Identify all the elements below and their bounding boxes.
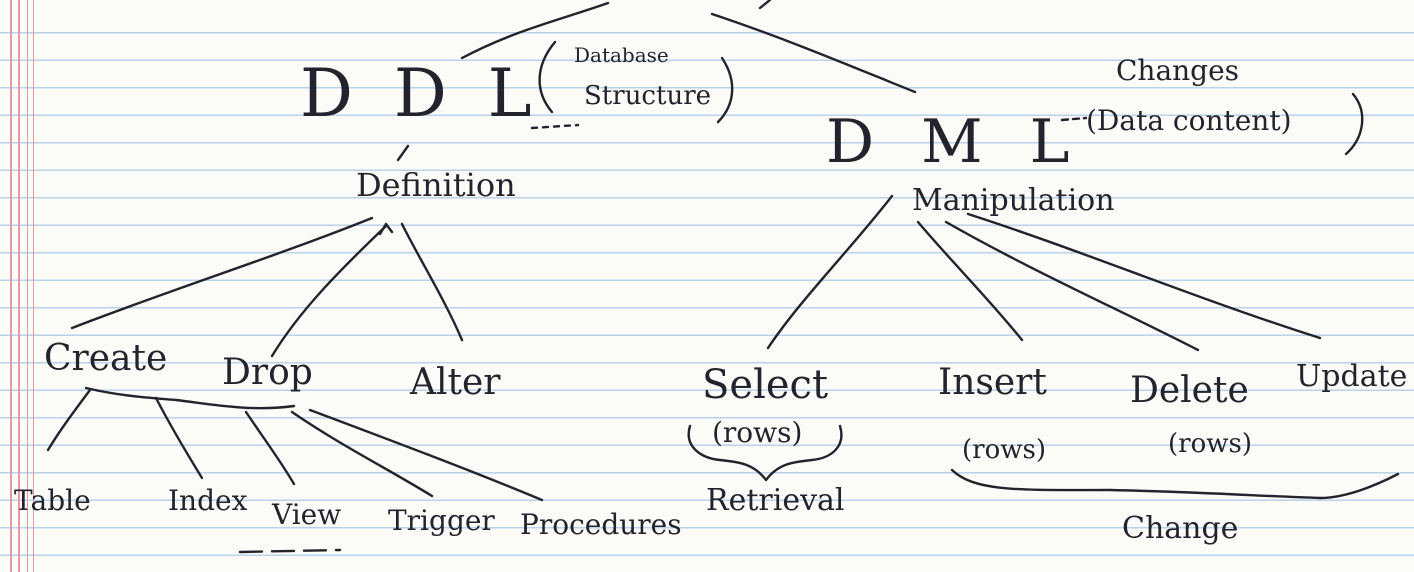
object-trigger: Trigger [388,504,495,537]
command-select: Select [702,362,828,408]
command-update: Update [1296,359,1407,394]
underline-dashes [238,548,342,554]
retrieval-brace [687,424,843,482]
retrieval-label: Retrieval [706,483,845,518]
dml-note-line1: Changes [1116,54,1239,87]
connector-index [154,396,204,480]
command-drop: Drop [222,352,313,393]
connector-procedures [308,408,544,502]
object-procedures: Procedures [520,508,682,541]
ddl-note-line2: Structure [584,81,711,111]
paren-right [716,56,734,124]
change-label: Change [1122,511,1238,546]
connector-update [966,212,1322,340]
ddl-note-line1: Database [574,43,669,67]
connector-view [244,410,296,486]
dml-acronym: D M L [826,107,1084,177]
connector-ddl-definition [396,144,410,162]
command-insert: Insert [938,362,1047,403]
paren-left [538,40,557,114]
connector-drop [270,224,388,358]
create-brace [84,386,296,410]
connector-delete [944,220,1200,352]
dots-ddl [530,123,580,130]
connector-insert [916,220,1024,342]
ddl-meaning: Definition [356,166,516,204]
dml-note-line2: (Data content) [1086,104,1292,137]
ddl-acronym: D D L [300,55,542,132]
command-alter: Alter [409,362,501,403]
object-table: Table [14,484,91,517]
margin-line [18,0,20,572]
delete-rows-note: (rows) [1168,429,1252,459]
object-view: View [271,498,341,531]
connector-select [766,194,894,350]
object-index: Index [168,484,248,517]
margin-line [10,0,12,572]
command-delete: Delete [1130,370,1249,411]
dash-dml [1060,116,1088,122]
connector-create [70,216,374,330]
connector-alter [400,222,464,342]
connector-top-right [710,12,917,94]
connector-center [758,0,772,10]
command-create: Create [44,338,167,379]
select-rows-note: (rows) [712,416,802,449]
arrow-head [378,222,394,236]
connector-top-left [460,1,610,60]
margin-line [33,0,34,572]
paren-dml-right [1344,92,1364,156]
change-brace [950,468,1400,500]
dml-meaning: Manipulation [912,183,1115,218]
connector-trigger [290,410,434,498]
margin-line [27,0,28,572]
insert-rows-note: (rows) [962,435,1046,465]
connector-table [46,388,92,452]
